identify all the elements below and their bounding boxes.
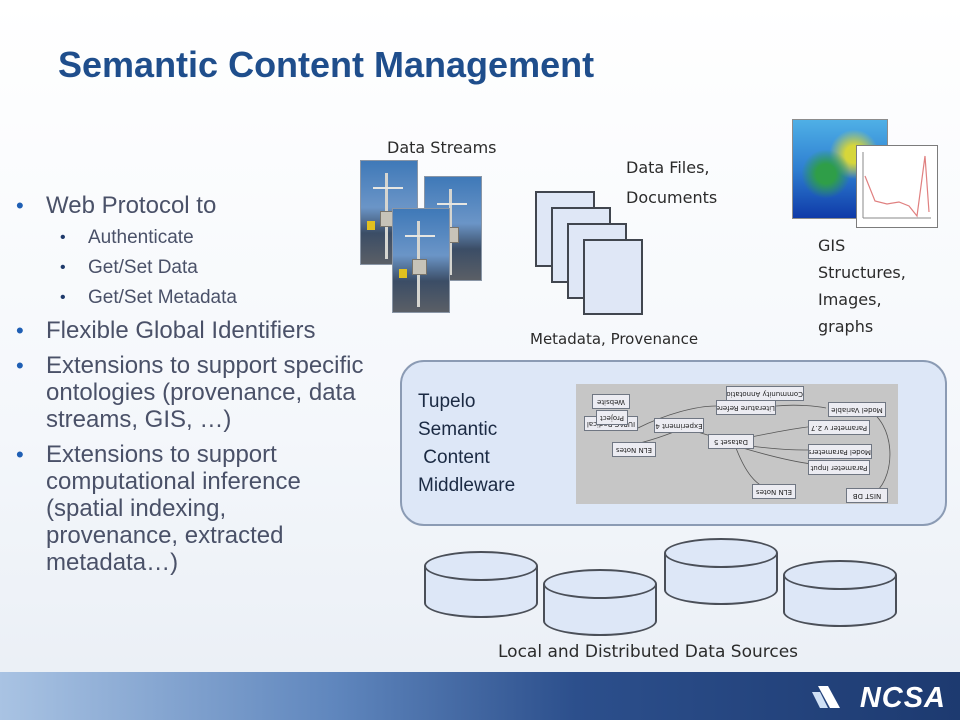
gis-label-line: graphs <box>818 317 874 336</box>
middleware-label: Tupelo Semantic Content Middleware <box>418 388 515 500</box>
graph-node: NIST DB <box>846 488 888 503</box>
data-files-line: Data Files, <box>626 158 710 177</box>
graph-node: Website <box>592 394 630 409</box>
sub-bullet-get-set-data: Get/Set Data <box>14 253 364 283</box>
document-icon <box>583 239 643 315</box>
database-cylinder <box>783 560 897 627</box>
sub-bullet-get-set-metadata: Get/Set Metadata <box>14 283 364 313</box>
graph-node: Dataset 5 <box>708 434 754 449</box>
middleware-line: Tupelo <box>418 391 476 412</box>
bullet-global-identifiers: Flexible Global Identifiers <box>14 317 364 344</box>
gis-label-line: Structures, <box>818 263 906 282</box>
database-cylinder <box>543 569 657 636</box>
graph-node: Parameter v 2.7 <box>808 420 870 435</box>
graph-node: Project <box>596 410 628 425</box>
footer-bar <box>0 672 960 720</box>
graph-node: Parameter Input <box>808 460 870 475</box>
middleware-line: Semantic <box>418 419 498 440</box>
graph-image <box>856 145 938 228</box>
database-cylinder <box>424 551 538 618</box>
sub-bullet-authenticate: Authenticate <box>14 223 364 253</box>
graph-node: Model Variable <box>828 402 886 417</box>
graph-node: Model Parameters <box>808 444 872 459</box>
bullet-web-protocol: Web Protocol to <box>14 192 364 219</box>
graph-node: ELN Notes <box>612 442 656 457</box>
gis-label-line: Images, <box>818 290 882 309</box>
graph-node: Experiment 4 <box>654 418 704 433</box>
data-stream-photo <box>392 208 450 313</box>
bullet-list: Web Protocol to Authenticate Get/Set Dat… <box>14 192 364 584</box>
graph-node: Literature Reference <box>716 400 776 415</box>
bullet-inference: Extensions to support computational infe… <box>14 441 364 576</box>
graph-node: Community Annotation <box>726 386 804 401</box>
metadata-label: Metadata, Provenance <box>530 330 699 348</box>
middleware-line: Content <box>418 447 490 468</box>
database-cylinder <box>664 538 778 605</box>
gis-label: GIS Structures, Images, graphs <box>818 232 906 340</box>
sub-bullet-list: Authenticate Get/Set Data Get/Set Metada… <box>14 223 364 313</box>
bullet-ontologies: Extensions to support specific ontologie… <box>14 352 364 433</box>
data-sources-label: Local and Distributed Data Sources <box>498 642 799 662</box>
data-streams-label: Data Streams <box>387 138 497 157</box>
gis-label-line: GIS <box>818 236 846 255</box>
ncsa-logo: NCSA <box>859 682 946 714</box>
data-files-label: Data Files, Documents <box>626 155 717 210</box>
provenance-graph-image: Community Annotation Website Literature … <box>576 384 898 504</box>
slide-title: Semantic Content Management <box>58 44 595 85</box>
middleware-line: Middleware <box>418 475 516 496</box>
data-files-line: Documents <box>626 188 718 207</box>
graph-node: ELN Notes <box>752 484 796 499</box>
ncsa-logo-icon <box>812 686 840 708</box>
